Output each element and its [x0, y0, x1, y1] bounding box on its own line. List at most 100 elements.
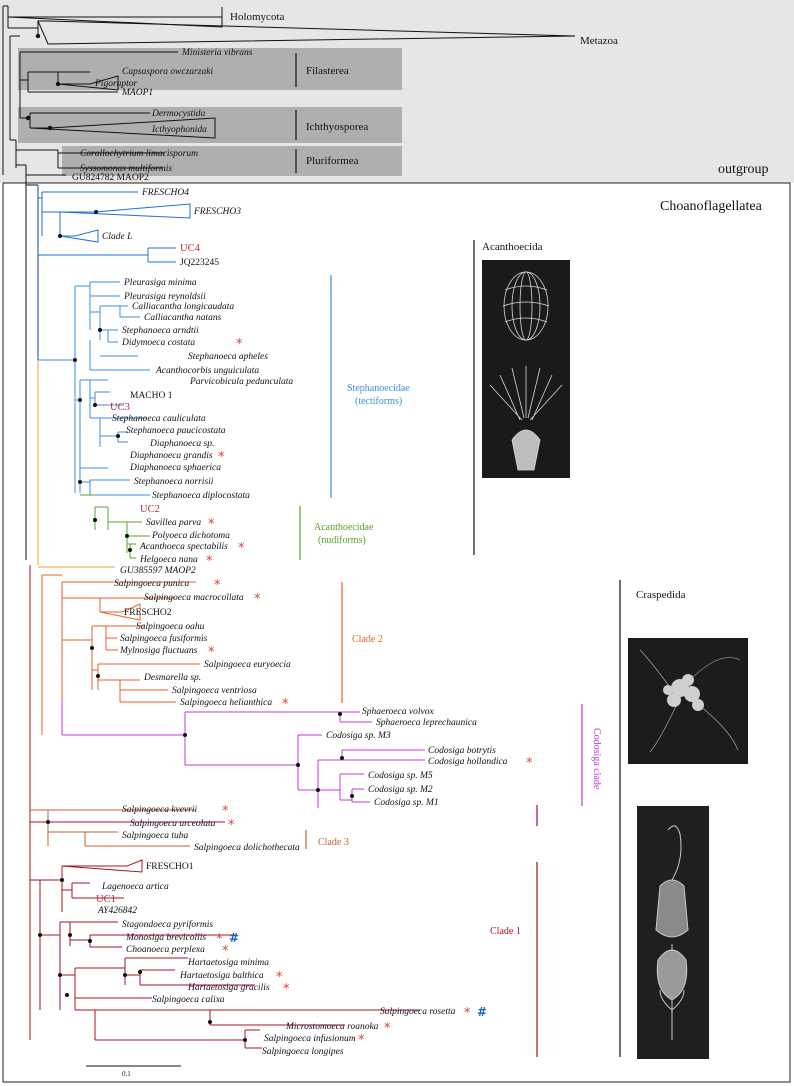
asterisk: * — [208, 645, 215, 660]
group-craspedida: Craspedida — [636, 589, 686, 601]
taxon-microstomoeca: Microstomoeca roanoka — [285, 1022, 379, 1032]
taxon-salpingoeca-ventriosa: Salpingoeca ventriosa — [172, 686, 257, 696]
asterisk: * — [216, 932, 223, 947]
asterisk: * — [238, 541, 245, 556]
taxon-ay426842: AY426842 — [97, 906, 137, 916]
taxon-codosiga-m5: Codosiga sp. M5 — [368, 771, 433, 781]
taxon-stephanoeca-arndtii: Stephanoeca arndtii — [122, 326, 199, 336]
taxon-codosiga-m3: Codosiga sp. M3 — [326, 731, 391, 741]
group-choanoflagellatea: Choanoflagellatea — [660, 199, 763, 214]
label-maop1: MAOP1 — [121, 88, 153, 98]
taxon-salpingoeca-euryoecia: Salpingoeca euryoecia — [204, 660, 291, 670]
label-dermocystida: Dermocystida — [151, 109, 206, 119]
taxon-hartaetosiga-balthica: Hartaetosiga balthica — [179, 971, 264, 981]
taxon-uc3: UC3 — [110, 402, 130, 413]
taxon-polyoeca-dichotoma: Polyoeca dichotoma — [151, 531, 230, 541]
asterisk: * — [218, 450, 225, 465]
taxon-frescho1: FRESCHO1 — [146, 862, 194, 872]
taxon-jq223245: JQ223245 — [180, 258, 219, 268]
taxon-codosiga-hollandica: Codosiga hollandica — [428, 757, 508, 767]
asterisk: * — [228, 818, 235, 833]
taxon-codosiga-m2: Codosiga sp. M2 — [368, 785, 433, 795]
taxon-helgoeca-nana: Helgoeca nana — [139, 555, 198, 565]
label-ministeria: Ministeria vibrans — [181, 48, 253, 58]
choanoflagellatea-box — [2, 182, 791, 1083]
scale-bar-label: 0.1 — [122, 1070, 131, 1078]
taxon-diaphanoeca-grandis: Diaphanoeca grandis — [129, 451, 213, 461]
taxon-salpingoeca-longipes: Salpingoeca longipes — [262, 1047, 344, 1057]
taxon-choanoeca-perplexa: Choanoeca perplexa — [126, 945, 205, 955]
taxon-parvicobicula: Parvicobicula pedunculata — [189, 377, 293, 387]
codosiga-branches — [61, 700, 425, 808]
taxon-cladeL: Clade L — [102, 232, 132, 242]
asterisk: * — [206, 554, 213, 569]
label-holomycota: Holomycota — [230, 11, 284, 23]
asterisk: * — [358, 1033, 365, 1048]
taxon-stephanoeca-cauliculata: Stephanoeca cauliculata — [112, 414, 206, 424]
taxon-sphaeroeca-leprechaunica: Sphaeroeca leprechaunica — [376, 718, 477, 728]
taxon-pleurasiga-reynoldsii: Pleurasiga reynoldsii — [123, 292, 206, 302]
craspedida-micrographs — [628, 638, 748, 1059]
taxon-salpingoeca-urceolata: Salpingoeca urceolata — [130, 819, 216, 829]
taxon-uc2: UC2 — [140, 504, 160, 515]
taxon-acanthocorbis: Acanthocorbis unguiculata — [155, 366, 259, 376]
taxon-salpingoeca-fusiformis: Salpingoeca fusiformis — [120, 633, 208, 644]
group-acanthoecidae-sub: (nudiforms) — [318, 535, 366, 546]
taxon-calliacantha-longicaudata: Calliacantha longicaudata — [132, 302, 234, 312]
label-capsaspora: Capsaspora owczarzaki — [122, 67, 213, 77]
taxon-salpingoeca-punica: Salpingoeca punica — [114, 579, 189, 589]
backbone-branches — [25, 184, 39, 1040]
taxon-salpingoeca-rosetta: Salpingoeca rosetta — [380, 1007, 456, 1017]
taxon-codosiga-botrytis: Codosiga botrytis — [428, 746, 496, 756]
label-syssomonas: Syssomonas multiformis — [80, 163, 172, 174]
hash-marker: # — [477, 1005, 487, 1019]
hash-marker: # — [229, 931, 239, 945]
asterisk: * — [236, 337, 243, 352]
stephanoecidae-branches — [38, 281, 150, 496]
label-metazoa: Metazoa — [580, 35, 618, 47]
group-clade2: Clade 2 — [352, 634, 383, 645]
taxon-didymoeca-costata: Didymoeca costata — [121, 338, 195, 348]
label-gu824782: GU824782 MAOP2 — [72, 173, 149, 183]
taxon-stephanoeca-paucicostata: Stephanoeca paucicostata — [126, 426, 226, 436]
label-pigoraptor: Pigoraptor — [94, 79, 138, 89]
group-clade1: Clade 1 — [490, 926, 521, 937]
label-icthyophonida: Icthyophonida — [151, 125, 207, 135]
taxon-desmarella-sp: Desmarella sp. — [143, 673, 201, 683]
clade3-branches — [30, 809, 195, 847]
taxon-salpingoeca-oahu: Salpingoeca oahu — [136, 622, 205, 632]
taxon-salpingoeca-helianthica: Salpingoeca helianthica — [180, 698, 272, 708]
taxon-salpingoeca-dolichothecata: Salpingoeca dolichothecata — [194, 843, 300, 853]
outgroup-nodes — [25, 33, 61, 131]
taxon-hartaetosiga-gracilis: Hartaetosiga gracilis — [187, 983, 270, 993]
taxon-uc1: UC1 — [96, 894, 116, 905]
group-stephanoecidae: Stephanoecidae — [347, 383, 410, 394]
label-corallochytrium: Corallochytrium limacisporum — [80, 149, 198, 159]
group-acanthoecida: Acanthoecida — [482, 241, 543, 253]
taxon-savillea-parva: Savillea parva — [146, 518, 201, 528]
taxon-hartaetosiga-minima: Hartaetosiga minima — [187, 958, 269, 968]
taxon-salpingoeca-tuba: Salpingoeca tuba — [122, 831, 188, 841]
taxon-stephanoeca-norrisii: Stephanoeca norrisii — [134, 477, 214, 487]
filasterea-box — [18, 48, 402, 90]
asterisk: * — [283, 982, 290, 997]
taxon-monosiga-brevicollis: Monosiga brevicollis — [125, 933, 206, 943]
group-clade3: Clade 3 — [318, 837, 349, 848]
taxon-calliacantha-natans: Calliacantha natans — [144, 313, 222, 323]
asterisk: * — [214, 578, 221, 593]
taxon-salpingoeca-infusionum: Salpingoeca infusionum — [264, 1033, 356, 1044]
asterisk: * — [526, 756, 533, 771]
taxon-acanthoeca-spectabilis: Acanthoeca spectabilis — [139, 542, 228, 552]
taxon-diaphanoeca-sphaerica: Diaphanoeca sphaerica — [129, 463, 221, 473]
taxon-codosiga-m1: Codosiga sp. M1 — [374, 798, 439, 808]
asterisk: * — [384, 1021, 391, 1036]
asterisk: * — [276, 970, 283, 985]
taxon-salpingoeca-kvevrii: Salpingoeca kvevrii — [122, 805, 198, 815]
taxon-macho1: MACHO 1 — [130, 391, 173, 401]
group-outgroup: outgroup — [718, 162, 769, 177]
asterisk: * — [464, 1006, 471, 1021]
taxon-sphaeroeca-volvox: Sphaeroeca volvox — [362, 707, 434, 717]
taxon-frescho3: FRESCHO3 — [193, 207, 241, 217]
taxon-stephanoeca-diplocostata: Stephanoeca diplocostata — [152, 491, 250, 501]
